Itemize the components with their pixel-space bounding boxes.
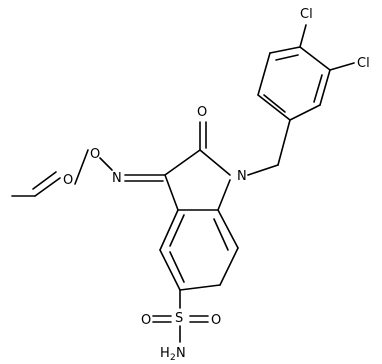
atom-label-cl: Cl xyxy=(300,7,313,22)
indolinone-five-ring xyxy=(164,149,231,211)
bond xyxy=(164,174,179,211)
bond xyxy=(217,179,231,211)
atom-label-s: S xyxy=(175,311,183,326)
bond xyxy=(34,177,61,197)
atom-label-n: N xyxy=(112,171,122,186)
bond xyxy=(289,104,321,121)
bond xyxy=(32,171,57,190)
atom-label-o: O xyxy=(63,173,73,188)
bond xyxy=(313,74,323,103)
bond xyxy=(217,209,239,249)
bond xyxy=(164,149,201,176)
bond xyxy=(299,46,331,71)
bond xyxy=(329,62,355,71)
bond xyxy=(213,218,229,251)
atom-label-o: O xyxy=(90,147,100,162)
atom-label-subscript: 2 xyxy=(170,353,176,363)
atom-label-n: N xyxy=(237,169,247,184)
dichlorophenyl-ring xyxy=(257,46,331,121)
bond xyxy=(299,24,307,48)
bond xyxy=(275,54,299,61)
bond xyxy=(263,94,286,113)
bond xyxy=(319,69,331,106)
bond xyxy=(74,149,89,185)
atom-label-h: H xyxy=(160,346,170,361)
bond xyxy=(247,164,279,176)
bond xyxy=(169,214,185,247)
bond xyxy=(179,284,221,291)
atom-label-o: O xyxy=(211,313,221,328)
bond xyxy=(199,149,231,176)
bond xyxy=(277,119,291,166)
atom-label-o: O xyxy=(141,313,151,328)
atom-label-o: O xyxy=(197,105,207,120)
bond xyxy=(257,94,291,121)
bond xyxy=(159,209,179,251)
bond xyxy=(219,247,239,286)
bond xyxy=(99,157,113,171)
bond xyxy=(269,46,301,54)
bond xyxy=(257,52,271,96)
bond xyxy=(159,249,181,291)
atom-label-cl: Cl xyxy=(357,56,370,71)
indolinone-benzene-ring xyxy=(159,209,239,291)
atom-label-n: N xyxy=(176,346,186,361)
bond xyxy=(169,251,185,283)
